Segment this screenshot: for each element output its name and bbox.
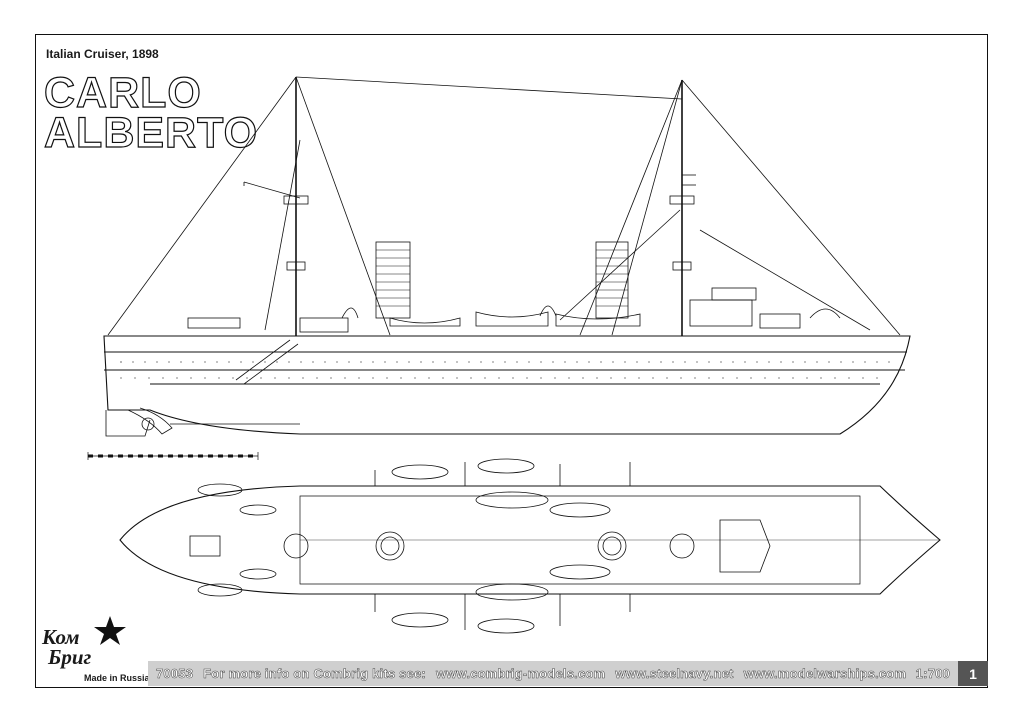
website-modelwarships[interactable]: www.modelwarships.com xyxy=(743,666,907,682)
hull-portholes xyxy=(120,361,900,379)
deck-plan xyxy=(119,485,941,595)
scale-bar xyxy=(87,452,259,460)
ship-title-line1: CARLO xyxy=(43,69,202,117)
ship-title-line2: ALBERTO xyxy=(43,109,259,157)
plan-gun-mounts xyxy=(189,519,771,573)
subtitle: Italian Cruiser, 1898 xyxy=(46,47,159,61)
masts xyxy=(295,77,683,336)
footer-bar: 70053 For more info on Combrig kits see:… xyxy=(148,661,958,686)
combrig-logo xyxy=(40,612,150,684)
plan-boats xyxy=(197,458,611,634)
logo-name-line1: Ком xyxy=(42,625,80,649)
info-text: For more info on Combrig kits see: xyxy=(203,666,426,682)
rigging xyxy=(107,76,901,336)
drawing-frame xyxy=(35,34,988,688)
made-in-label: Made in Russia xyxy=(84,673,150,683)
funnels xyxy=(375,241,629,319)
plan-side-guns xyxy=(374,462,631,630)
star-icon xyxy=(94,616,126,645)
plan-funnels xyxy=(375,531,627,561)
hull-profile xyxy=(103,335,911,435)
kit-number: 70053 xyxy=(156,666,194,682)
page-number: 1 xyxy=(958,661,988,686)
website-combrig[interactable]: www.combrig-models.com xyxy=(435,666,606,682)
logo-name-line2: Бриг xyxy=(48,645,92,669)
scale-label: 1:700 xyxy=(915,666,950,682)
website-steelnavy[interactable]: www.steelnavy.net xyxy=(615,666,734,682)
accommodation-ladder xyxy=(235,339,299,385)
mast-tops xyxy=(243,174,696,271)
rudder-and-propeller xyxy=(105,407,300,437)
superstructure xyxy=(187,287,841,333)
